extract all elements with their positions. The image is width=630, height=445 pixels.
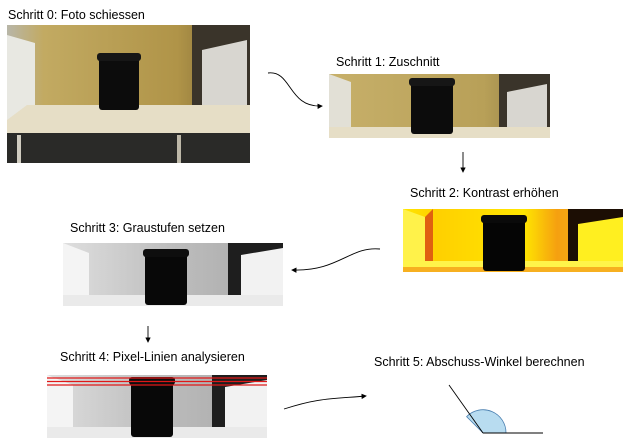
curved-arrow-icon [267, 72, 323, 109]
step-3-label: Schritt 3: Graustufen setzen [70, 221, 225, 235]
step-1-label: Schritt 1: Zuschnitt [336, 55, 440, 69]
step-2-label: Schritt 2: Kontrast erhöhen [410, 186, 559, 200]
step-3-grayscale [63, 243, 283, 306]
step-0-label: Schritt 0: Foto schiessen [8, 8, 145, 22]
launch-angle-icon [445, 380, 545, 440]
step-2-contrast [403, 209, 623, 272]
curved-arrow-icon [283, 393, 367, 410]
step-0-photo [7, 25, 250, 163]
step-1-crop [329, 74, 550, 138]
curved-arrow-icon [291, 248, 381, 273]
step-4-pixel-lines [47, 375, 267, 438]
step-4-label: Schritt 4: Pixel-Linien analysieren [60, 350, 245, 364]
scan-lines [47, 377, 267, 386]
step-5-label: Schritt 5: Abschuss-Winkel berechnen [374, 355, 585, 369]
